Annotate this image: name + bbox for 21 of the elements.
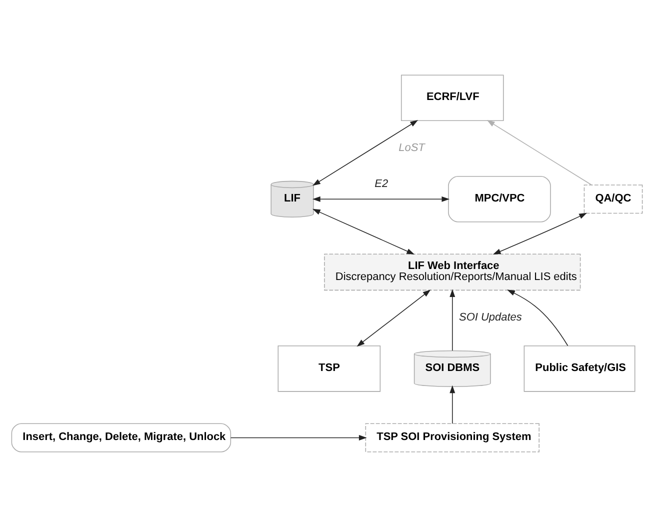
arrow bbox=[230, 434, 367, 440]
edge-label: E2 bbox=[374, 178, 388, 190]
node-box: QA/QC bbox=[584, 184, 643, 214]
arrow bbox=[312, 208, 415, 254]
node-box: ECRF/LVF bbox=[400, 74, 504, 122]
node-box: MPC/VPC bbox=[448, 176, 551, 222]
node-box: Public Safety/GIS bbox=[524, 346, 636, 392]
node-box: TSP SOI Provisioning System bbox=[365, 423, 540, 452]
arrow bbox=[507, 290, 568, 346]
arrow bbox=[450, 289, 456, 351]
arrow bbox=[356, 290, 431, 347]
arrow bbox=[312, 120, 418, 186]
node-box: LIF Web Interface Discrepancy Resolution/Reports/Manual LIS edits bbox=[324, 254, 581, 291]
arrow bbox=[450, 385, 456, 424]
node-box: Insert, Change, Delete, Migrate, Unlock bbox=[11, 423, 232, 452]
edge-label: SOI Updates bbox=[459, 312, 522, 324]
arrow bbox=[486, 120, 592, 186]
arrow bbox=[312, 196, 450, 202]
node-box: TSP bbox=[278, 346, 381, 392]
arrow bbox=[492, 212, 587, 255]
edge-label: LoST bbox=[398, 142, 425, 154]
